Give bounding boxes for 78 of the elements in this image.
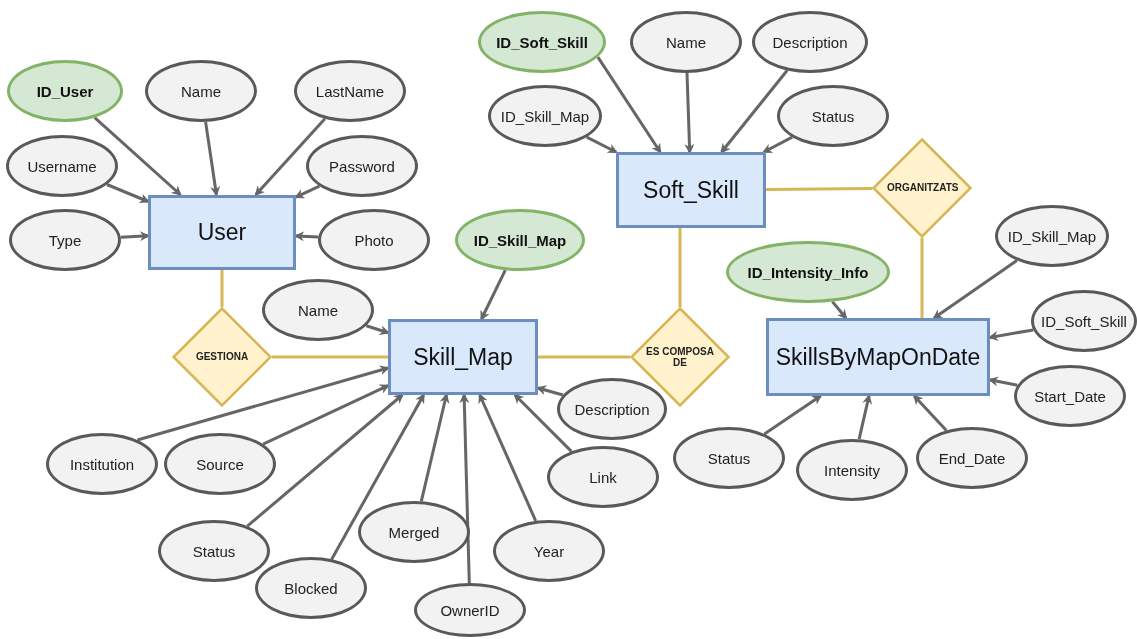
attribute-ellipse (158, 520, 270, 582)
relationship-name: ORGANITZATS (887, 182, 957, 194)
connector-line (920, 238, 924, 318)
arrow (246, 393, 404, 528)
key-attribute-name: ID_Soft_Skill (496, 33, 588, 51)
arrow (513, 393, 573, 453)
attribute-name: Photo (354, 231, 394, 249)
arrow (294, 184, 321, 199)
attribute-name: Description (574, 400, 650, 418)
attribute-name: LastName (315, 82, 385, 100)
arrow (419, 393, 450, 502)
attribute-name: End_Date (938, 449, 1006, 467)
arrow (459, 393, 471, 584)
attribute-name: Type (48, 231, 82, 249)
entity-box (766, 318, 990, 396)
attribute-name: Start_Date (1034, 387, 1106, 405)
attribute-name: Status (192, 542, 236, 560)
connector-line (220, 269, 224, 307)
attribute-name: Name (666, 33, 706, 51)
arrow (93, 116, 182, 196)
key-attribute-name: ID_Intensity_Info (747, 263, 869, 281)
attribute-name: Institution (69, 455, 135, 473)
attribute-ellipse (557, 378, 667, 440)
attribute-ellipse (358, 501, 470, 563)
connector-line (678, 228, 682, 307)
arrow (932, 259, 1018, 320)
arrow (262, 384, 390, 446)
entity-name: User (197, 218, 247, 246)
key-attribute-name: ID_Skill_Map (473, 231, 567, 249)
attribute-name: Password (329, 157, 395, 175)
attribute-name: Intensity (824, 461, 880, 479)
arrow (684, 72, 695, 154)
arrow (480, 269, 507, 321)
attribute-name: Status (707, 449, 751, 467)
relationship-diamond (172, 307, 272, 407)
arrow (294, 231, 319, 242)
attribute-name: Year (533, 542, 565, 560)
entity-box (388, 319, 538, 395)
relationship-name: GESTIONA (195, 351, 249, 363)
arrow (536, 385, 564, 397)
connector-line (538, 355, 630, 359)
arrow (762, 135, 793, 154)
entity-name: SkillsByMapOnDate (775, 343, 981, 371)
attribute-name: ID_Soft_Skill (1041, 312, 1127, 330)
attribute-name: Source (196, 455, 244, 473)
attribute-name: Merged (388, 523, 440, 541)
key-attribute-name: ID_User (36, 82, 94, 100)
arrow (106, 183, 150, 204)
attribute-ellipse (306, 135, 418, 197)
entity-box (616, 152, 766, 228)
arrow (857, 394, 873, 440)
entity-name: Skill_Map (413, 343, 513, 371)
attribute-name: ID_Skill_Map (1007, 227, 1097, 245)
attribute-name: Username (27, 157, 97, 175)
entity-name: Soft_Skill (643, 176, 739, 204)
attribute-name: Blocked (284, 579, 338, 597)
relationship-name: ES COMPOSA DE (645, 345, 715, 369)
attribute-name: Description (772, 33, 848, 51)
connector-line (272, 355, 388, 359)
attribute-name: Link (589, 468, 617, 486)
relationship-diamond (872, 138, 972, 238)
attribute-name: Name (298, 301, 338, 319)
arrow (204, 121, 221, 197)
attribute-name: Name (181, 82, 221, 100)
arrow (478, 393, 538, 522)
arrow (586, 135, 618, 154)
connector-line (766, 186, 873, 191)
arrow (763, 394, 823, 436)
attribute-ellipse (777, 85, 889, 147)
attribute-name: Status (811, 107, 855, 125)
attribute-name: OwnerID (440, 601, 500, 619)
arrow (988, 328, 1034, 341)
entity-box (148, 194, 296, 270)
arrow (988, 376, 1018, 387)
attribute-name: ID_Skill_Map (500, 107, 590, 125)
key-attribute-ellipse (478, 11, 606, 73)
arrow (137, 365, 390, 442)
arrow (120, 231, 150, 242)
